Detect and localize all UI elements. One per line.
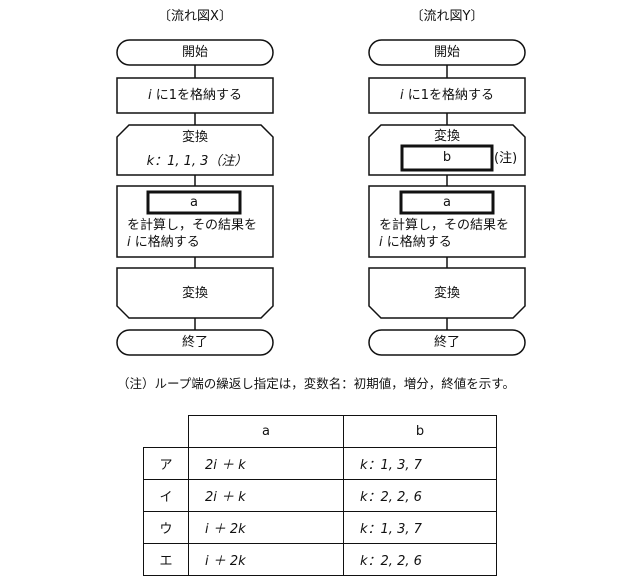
start-label: 開始: [181, 45, 209, 60]
init-text: に1を格納する: [403, 88, 495, 103]
loop-end-label: 変換: [433, 286, 461, 301]
cell-a: i ＋ 2k: [188, 511, 344, 544]
row-label: ウ: [143, 511, 189, 544]
init-label: i に1を格納する: [148, 88, 242, 104]
init-text: に1を格納する: [151, 88, 243, 103]
calc-line1: を計算し，その結果を: [127, 218, 258, 233]
calc-line2: i に格納する: [127, 235, 200, 251]
flowchart-y-shapes: [368, 39, 526, 356]
blank-a-box: [146, 190, 242, 215]
calc-line2: i に格納する: [379, 235, 452, 251]
note-mark: (注): [494, 151, 518, 166]
cell-b: k：1, 3, 7: [343, 447, 497, 480]
init-process: [116, 77, 274, 114]
blank-a-label: a: [443, 195, 451, 210]
table-row: ウ i ＋ 2k k：1, 3, 7: [143, 511, 497, 544]
cell-b: k：2, 2, 6: [343, 543, 497, 576]
table-header: a b: [143, 415, 497, 448]
var-i: i: [147, 88, 152, 103]
loop-note: （注）ループ端の繰返し指定は，変数名：初期値，増分，終値を示す。: [117, 376, 516, 391]
loop-start: [368, 124, 526, 176]
cell-b: k：1, 3, 7: [343, 511, 497, 544]
start-terminal: [116, 39, 274, 66]
row-label: イ: [143, 479, 189, 512]
loop-start: [116, 124, 274, 176]
end-terminal: [116, 329, 274, 356]
loop-start-label: 変換: [433, 129, 461, 144]
start-label: 開始: [433, 45, 461, 60]
loop-end: [368, 267, 526, 319]
flowchart-x-shapes: [116, 39, 274, 356]
flowchart-x-title: 〔流れ図X〕: [158, 9, 232, 24]
cell-a: 2i ＋ k: [188, 479, 344, 512]
blank-a-box: [399, 190, 495, 215]
var-i: i: [379, 235, 383, 250]
flowchart-y-title: 〔流れ図Y〕: [410, 9, 484, 24]
start-terminal: [368, 39, 526, 66]
blank-a-label: a: [190, 195, 198, 210]
calc-process: [368, 185, 526, 258]
calc-line1: を計算し，その結果を: [379, 218, 510, 233]
blank-b-label: b: [442, 150, 452, 165]
loop-start-label: 変換: [181, 130, 209, 145]
loop-end-label: 変換: [181, 286, 209, 301]
var-i: i: [127, 235, 131, 250]
var-i: i: [399, 88, 404, 103]
end-terminal: [368, 329, 526, 356]
end-label: 終了: [433, 335, 461, 350]
calc-process: [116, 185, 274, 258]
loop-end: [116, 267, 274, 319]
calc-line2-text: に格納する: [382, 235, 452, 250]
table-row: ア 2i ＋ k k：1, 3, 7: [143, 447, 497, 480]
blank-corner: [143, 415, 189, 448]
row-label: エ: [143, 543, 189, 576]
calc-line2-text: に格納する: [130, 235, 200, 250]
init-process: [368, 77, 526, 114]
end-label: 終了: [181, 335, 209, 350]
table-row: イ 2i ＋ k k：2, 2, 6: [143, 479, 497, 512]
header-b: b: [343, 415, 497, 448]
cell-b: k：2, 2, 6: [343, 479, 497, 512]
answer-table: a b ア 2i ＋ k k：1, 3, 7 イ 2i ＋ k k：2, 2, …: [143, 415, 497, 576]
row-label: ア: [143, 447, 189, 480]
table-row: エ i ＋ 2k k：2, 2, 6: [143, 543, 497, 576]
cell-a: 2i ＋ k: [188, 447, 344, 480]
cell-a: i ＋ 2k: [188, 543, 344, 576]
loop-spec: k：1, 1, 3（注）: [146, 154, 248, 169]
init-label: i に1を格納する: [400, 88, 494, 104]
header-a: a: [188, 415, 344, 448]
blank-b-box: [400, 144, 494, 172]
